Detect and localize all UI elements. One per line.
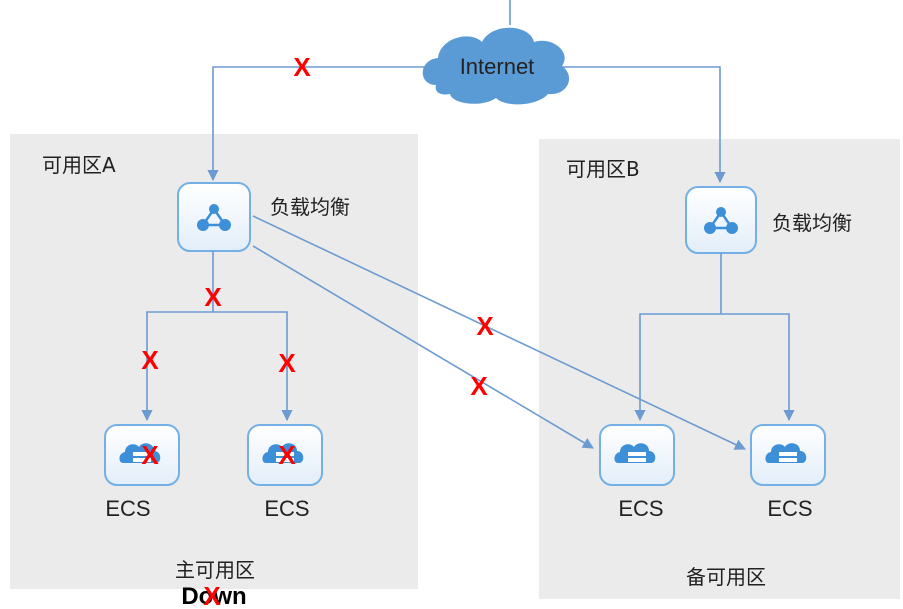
failure-mark-lb-a-to-ecs-b1: X [470,371,488,401]
lb-b-to-ecs-b2-link [721,313,795,422]
failure-mark-zone-a-down: X [203,581,221,609]
ecs-a1-label: ECS [105,496,150,521]
internet-cloud-icon [422,27,570,105]
failure-mark-lb-a-to-ecs-b2: X [476,311,494,341]
ecs-a2 [247,424,323,486]
failure-mark-lb-a-to-ecs-a1: X [141,345,159,375]
lb-a-to-ecs-b1-link [252,245,594,449]
internet-label: Internet [460,54,535,79]
lb-b-to-ecs-b1-link [634,313,721,422]
failure-mark-ecs-a2: X [278,440,296,470]
load-balancer-a-label: 负载均衡 [270,195,350,219]
failure-mark-lb-a-trunk: X [204,282,222,312]
zone-a-role: 主可用区 [175,558,255,582]
zone-a-status: Down [181,583,246,609]
zone-a-title: 可用区A [42,153,116,177]
zone-b-role: 备可用区 [686,565,766,589]
failure-mark-ecs-a1: X [141,440,159,470]
ecs-a1 [104,424,180,486]
lb-a-to-ecs-a1-link [141,311,213,422]
load-balancer-b-label: 负载均衡 [772,211,852,235]
lb-a-to-ecs-b2-link [252,215,747,450]
failure-mark-internet-to-lb-a: X [293,52,311,82]
failure-mark-lb-a-to-ecs-a2: X [278,348,296,378]
ecs-b1-label: ECS [618,496,663,521]
ecs-b2 [750,424,826,486]
internet-to-lb-a-link [207,66,425,182]
load-balancer-b [685,186,757,254]
ecs-b2-label: ECS [767,496,812,521]
zone-b-title: 可用区B [566,157,640,181]
load-balancer-a [177,182,251,252]
ecs-b1 [599,424,675,486]
ecs-a2-label: ECS [264,496,309,521]
internet-to-lb-b-link [562,66,726,184]
lb-a-to-ecs-a2-link [213,311,293,422]
